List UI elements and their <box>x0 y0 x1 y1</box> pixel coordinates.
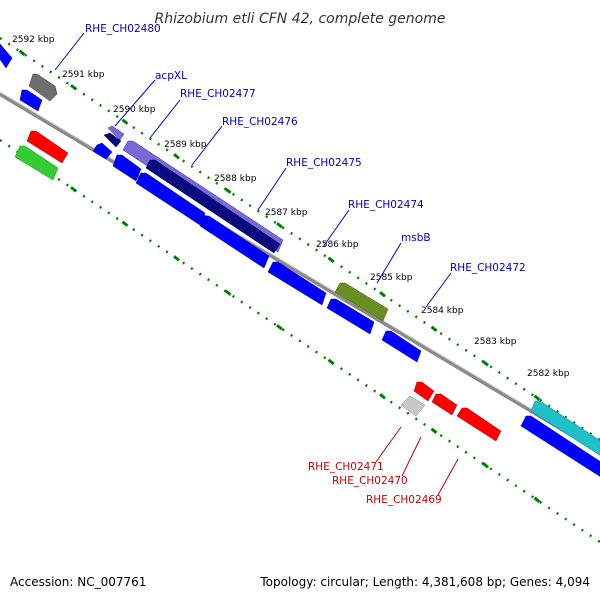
cds-feature-rhe-ch02472[interactable] <box>381 330 422 363</box>
major-tick <box>173 153 180 160</box>
gene-label-rhe-ch02469[interactable]: RHE_CH02469 <box>366 494 442 506</box>
major-tick <box>224 187 232 194</box>
major-tick <box>70 84 77 91</box>
major-tick <box>276 222 283 229</box>
cds-feature[interactable] <box>326 298 375 335</box>
major-tick <box>482 462 489 469</box>
tick-labels: 2592 kbp 2591 kbp 2590 kbp 2589 kbp 2588… <box>12 35 570 379</box>
cds-feature[interactable] <box>103 132 122 148</box>
major-tick <box>18 49 26 56</box>
cds-feature-rhe-ch02474[interactable] <box>267 261 327 306</box>
gene-labels: RHE_CH02480 acpXL RHE_CH02477 RHE_CH0247… <box>85 23 526 506</box>
major-tick <box>327 256 335 263</box>
cds-feature[interactable] <box>530 400 600 458</box>
major-tick <box>224 289 232 296</box>
tick-rows <box>0 36 600 544</box>
gene-label-rhe-ch02475[interactable]: RHE_CH02475 <box>286 157 362 169</box>
tick-label: 2587 kbp <box>265 208 308 218</box>
cds-feature[interactable] <box>112 154 142 182</box>
tick-label: 2589 kbp <box>164 140 207 150</box>
gene-label-rhe-ch02477[interactable]: RHE_CH02477 <box>180 88 256 100</box>
gene-label-leaders <box>54 32 459 496</box>
gene-label-msbb[interactable]: msbB <box>401 232 431 244</box>
gene-label-acpxl[interactable]: acpXL <box>155 70 187 82</box>
cds-feature-rhe-ch02469[interactable] <box>456 407 502 442</box>
tick-label: 2591 kbp <box>62 70 105 80</box>
gene-label-rhe-ch02480[interactable]: RHE_CH02480 <box>85 23 161 35</box>
tick-label: 2588 kbp <box>214 174 257 184</box>
cds-feature-rhe-ch02471[interactable] <box>413 381 435 402</box>
major-tick <box>276 324 283 331</box>
gene-label-rhe-ch02470[interactable]: RHE_CH02470 <box>332 475 408 487</box>
accession-text: Accession: NC_007761 <box>10 575 146 589</box>
major-tick <box>379 393 386 400</box>
tick-label: 2583 kbp <box>474 337 517 347</box>
gene-features <box>0 38 600 479</box>
tick-label: 2582 kbp <box>527 369 570 379</box>
cds-feature-rhe-ch02470[interactable] <box>431 393 458 416</box>
major-tick <box>327 358 335 365</box>
gene-label-rhe-ch02476[interactable]: RHE_CH02476 <box>222 116 298 128</box>
tick-label: 2586 kbp <box>316 240 359 250</box>
cds-feature[interactable] <box>14 145 59 181</box>
tick-label: 2590 kbp <box>113 105 156 115</box>
major-tick <box>121 118 129 125</box>
cds-feature[interactable] <box>400 395 426 417</box>
cds-feature-rhe-ch02476[interactable] <box>145 159 281 254</box>
major-tick <box>430 325 438 332</box>
major-tick <box>121 220 129 227</box>
cds-feature[interactable] <box>26 130 69 164</box>
cds-feature-msbb[interactable] <box>334 282 389 322</box>
gene-label-rhe-ch02472[interactable]: RHE_CH02472 <box>450 262 526 274</box>
cds-feature-rhe-ch02480[interactable] <box>28 73 58 102</box>
cds-feature[interactable] <box>19 89 43 112</box>
cds-feature[interactable] <box>92 142 113 160</box>
cds-feature[interactable] <box>199 215 270 269</box>
gene-label-rhe-ch02474[interactable]: RHE_CH02474 <box>348 199 424 211</box>
major-ticks <box>18 49 541 503</box>
major-tick <box>482 360 489 367</box>
cds-feature[interactable] <box>0 38 13 69</box>
cds-feature-rhe-ch02475[interactable] <box>135 172 206 226</box>
map-title: Rhizobium etli CFN 42, complete genome <box>155 11 446 27</box>
major-tick <box>533 496 541 503</box>
major-tick <box>70 186 77 193</box>
major-tick <box>430 427 438 434</box>
major-tick <box>533 394 541 401</box>
outer-tick-row <box>0 36 600 442</box>
tick-label: 2592 kbp <box>12 35 55 45</box>
gene-label-rhe-ch02471[interactable]: RHE_CH02471 <box>308 461 384 473</box>
inner-tick-row <box>0 138 600 544</box>
tick-label: 2584 kbp <box>421 306 464 316</box>
cds-feature[interactable] <box>520 415 600 479</box>
cds-feature-acpxl[interactable] <box>107 125 125 141</box>
major-tick <box>173 255 180 262</box>
tick-label: 2585 kbp <box>370 273 413 283</box>
genome-summary-text: Topology: circular; Length: 4,381,608 bp… <box>259 575 590 589</box>
major-tick <box>379 291 386 298</box>
